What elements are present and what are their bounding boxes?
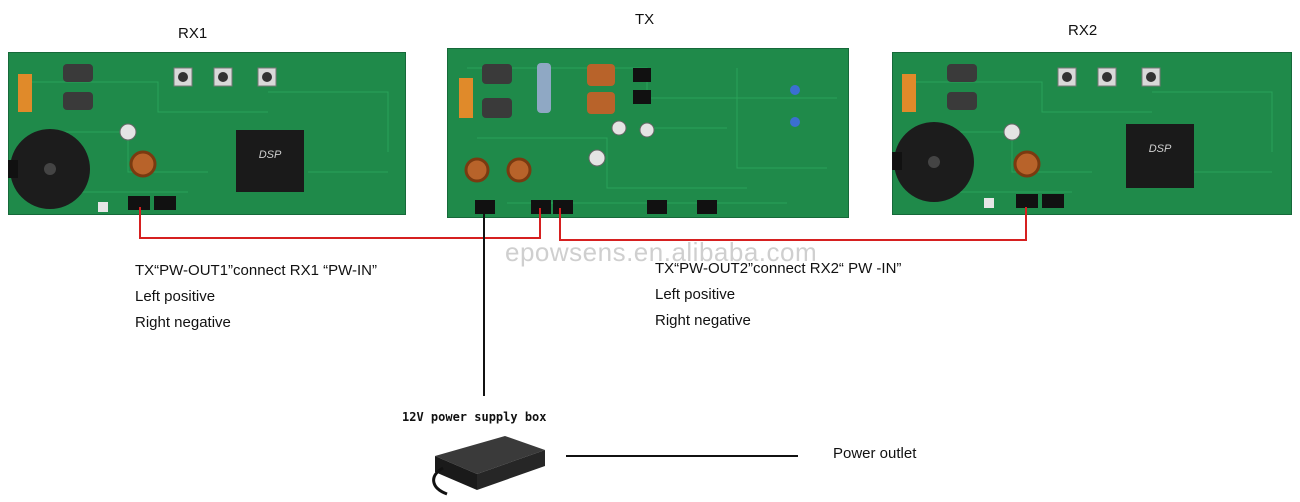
wire-tx-to-rx2 (560, 207, 1026, 240)
note-right-line1: TX“PW-OUT2”connect RX2“ PW -IN” (655, 256, 901, 282)
note-right-line2: Left positive (655, 282, 901, 308)
wire-tx-to-rx1 (140, 207, 540, 238)
power-supply-box (425, 428, 551, 498)
power-outlet-label: Power outlet (833, 445, 916, 462)
note-left-line3: Right negative (135, 310, 377, 336)
psu-label: 12V power supply box (402, 410, 547, 424)
note-right: TX“PW-OUT2”connect RX2“ PW -IN” Left pos… (655, 256, 901, 334)
note-left-line2: Left positive (135, 284, 377, 310)
note-left: TX“PW-OUT1”connect RX1 “PW-IN” Left posi… (135, 258, 377, 336)
note-left-line1: TX“PW-OUT1”connect RX1 “PW-IN” (135, 258, 377, 284)
note-right-line3: Right negative (655, 308, 901, 334)
